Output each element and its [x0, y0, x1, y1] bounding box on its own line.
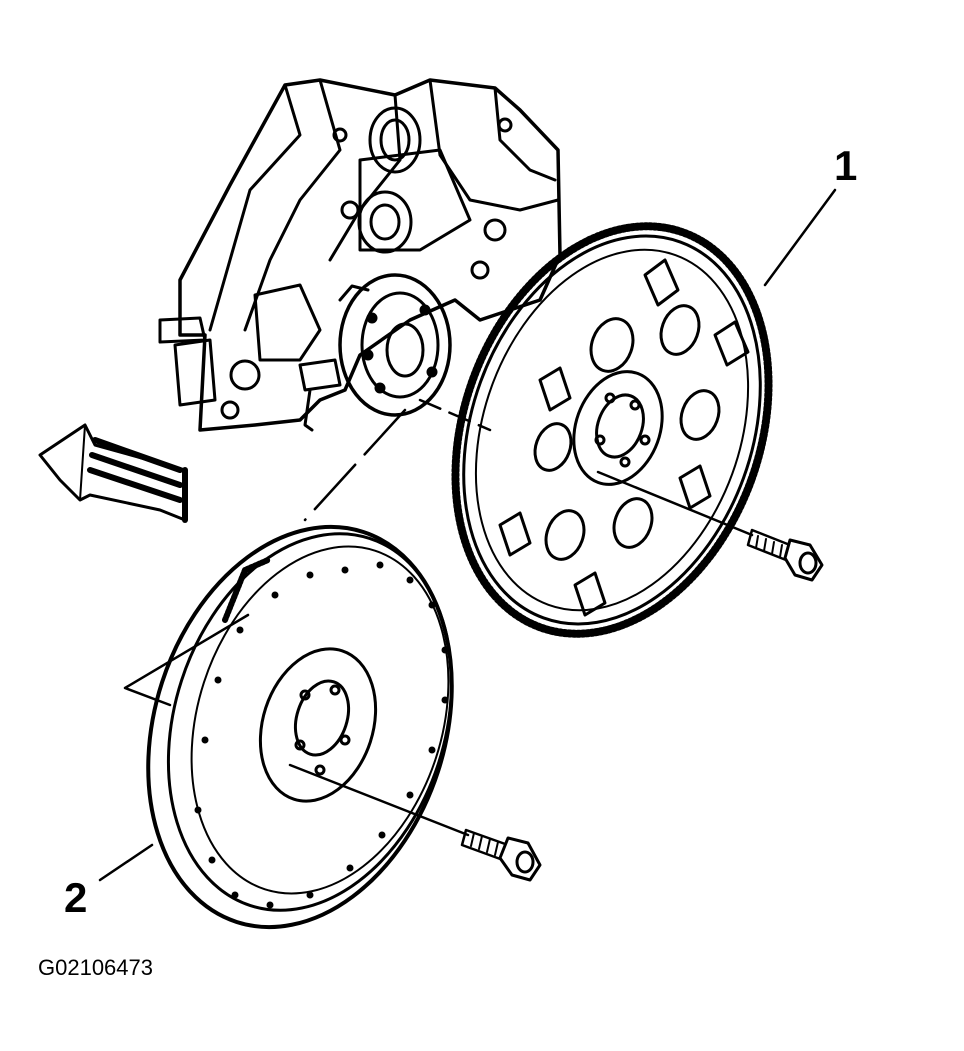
flexplate-bolt: [596, 470, 824, 582]
figure-id: G02106473: [38, 955, 153, 980]
flexplate: [451, 222, 773, 638]
flywheel-bolt: [288, 763, 542, 882]
engine-block: [158, 78, 562, 432]
flywheel: [146, 524, 454, 930]
alignment-lines: [303, 398, 492, 522]
crank-flange: [338, 273, 452, 417]
direction-arrow: [38, 423, 188, 523]
callout-2-label: 2: [64, 874, 87, 921]
leader-lines: [98, 188, 837, 882]
callout-1-label: 1: [834, 142, 857, 189]
